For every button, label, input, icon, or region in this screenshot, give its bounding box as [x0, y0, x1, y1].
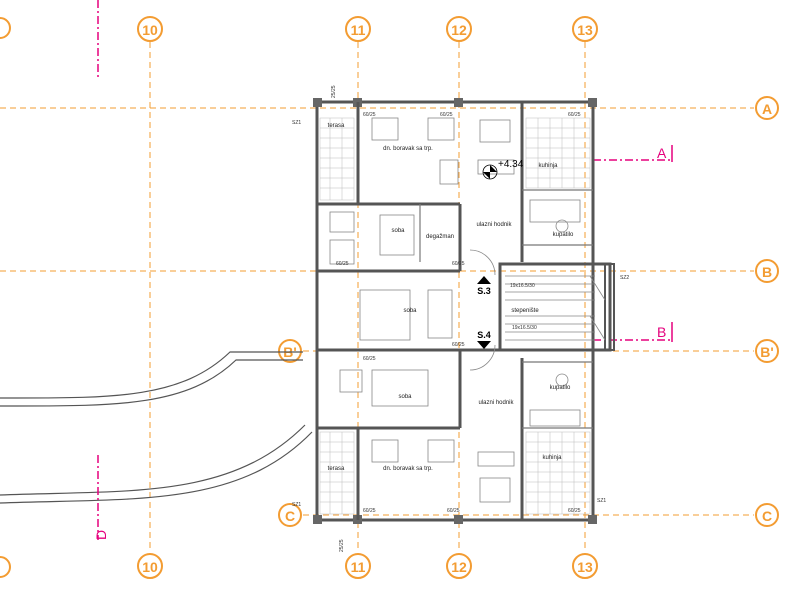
- room-label-kitchen-top: kuhinja: [538, 163, 558, 169]
- room-label-bath-bottom: kupatilo: [550, 385, 571, 391]
- row-bubble-c: C: [755, 503, 779, 527]
- tag-wall-note-top: 25/25: [331, 85, 337, 98]
- section-markers: D A B: [93, 0, 673, 540]
- room-label-kitchen-bottom: kuhinja: [542, 455, 562, 461]
- tag-dim-4: 60/25: [336, 261, 349, 267]
- room-label-bedroom-3: soba: [398, 394, 412, 400]
- svg-text:11: 11: [351, 22, 366, 38]
- svg-text:13: 13: [577, 22, 593, 38]
- room-label-stairs: stepenište: [511, 308, 539, 314]
- tag-dim-8: 60/25: [363, 508, 376, 514]
- column-bubble-12-top: 12: [446, 16, 472, 42]
- room-label-terrace-bottom: terasa: [328, 466, 345, 472]
- level-marker: +4.34: [482, 159, 524, 180]
- room-label-bedroom-1: soba: [391, 228, 405, 234]
- tag-sz1-top-left: SZ1: [292, 120, 301, 126]
- tag-sz1-bottom-right: SZ1: [597, 498, 606, 504]
- tag-dim-10: 60/25: [568, 508, 581, 514]
- svg-text:12: 12: [451, 22, 467, 38]
- tag-wall-note-bottom: 25/25: [339, 539, 345, 552]
- section-label-a: A: [657, 145, 667, 161]
- svg-text:B: B: [762, 264, 772, 280]
- stair-mark-s3: S.3: [477, 276, 491, 296]
- svg-text:10: 10: [142, 22, 158, 38]
- stair-mark-s4: S.4: [477, 330, 491, 349]
- room-label-living-top: dn. boravak sa trp.: [383, 146, 433, 152]
- edge-bubbles: [0, 17, 11, 578]
- row-bubble-c-left: C: [278, 503, 302, 527]
- stair-flight-bottom: 19x16.5/30: [512, 325, 537, 331]
- level-value: +4.34: [498, 159, 524, 170]
- tag-dim-3: 60/25: [568, 112, 581, 118]
- site-curve-lines: [0, 351, 313, 504]
- svg-text:B': B': [760, 344, 773, 360]
- column-bubble-10-bottom: 10: [137, 553, 163, 579]
- tag-dim-9: 60/25: [447, 508, 460, 514]
- room-label-bedroom-2: soba: [403, 308, 417, 314]
- column-bubble-10-top: 10: [137, 16, 163, 42]
- tag-dim-6: 60/25: [452, 342, 465, 348]
- svg-text:S.3: S.3: [477, 286, 491, 296]
- building-walls: [313, 98, 615, 524]
- tag-sz1-bottom-left: SZ1: [292, 502, 301, 508]
- column-bubble-13-top: 13: [572, 16, 598, 42]
- svg-text:C: C: [285, 508, 295, 524]
- column-bubble-11-bottom: 11: [345, 553, 371, 579]
- tag-dim-1: 60/25: [363, 112, 376, 118]
- tag-sz2-right: SZ2: [620, 275, 629, 281]
- room-label-storage: degažman: [426, 234, 454, 240]
- row-bubble-b-prime-left: B': [278, 339, 302, 363]
- svg-text:A: A: [762, 101, 772, 117]
- svg-text:13: 13: [577, 559, 593, 575]
- svg-text:10: 10: [142, 559, 158, 575]
- room-label-bath-top: kupatilo: [553, 232, 574, 238]
- svg-text:C: C: [762, 508, 772, 524]
- room-label-living-bottom: dn. boravak sa trp.: [383, 466, 433, 472]
- column-bubble-12-bottom: 12: [446, 553, 472, 579]
- svg-text:12: 12: [451, 559, 467, 575]
- section-label-b: B: [657, 324, 666, 340]
- column-bubble-13-bottom: 13: [572, 553, 598, 579]
- tag-dim-2: 60/25: [440, 112, 453, 118]
- svg-text:11: 11: [351, 559, 366, 575]
- tag-dim-5: 60/25: [452, 261, 465, 267]
- row-bubble-a: A: [755, 96, 779, 120]
- furniture: [329, 117, 581, 503]
- grid-lines: [0, 42, 754, 552]
- row-bubble-b-prime: B': [755, 339, 779, 363]
- row-bubble-b: B: [755, 259, 779, 283]
- tag-dim-7: 60/25: [363, 356, 376, 362]
- column-bubble-11-top: 11: [345, 16, 371, 42]
- room-label-hall-bottom: ulazni hodnik: [478, 400, 514, 406]
- section-label-d: D: [93, 530, 109, 540]
- room-label-terrace-top: terasa: [328, 123, 345, 129]
- svg-text:S.4: S.4: [477, 330, 491, 340]
- room-label-hall-top: ulazni hodnik: [476, 222, 512, 228]
- stair-flight-top: 19x16.5/30: [510, 283, 535, 289]
- stair-treads: [505, 275, 606, 341]
- tiled-areas: [319, 117, 591, 515]
